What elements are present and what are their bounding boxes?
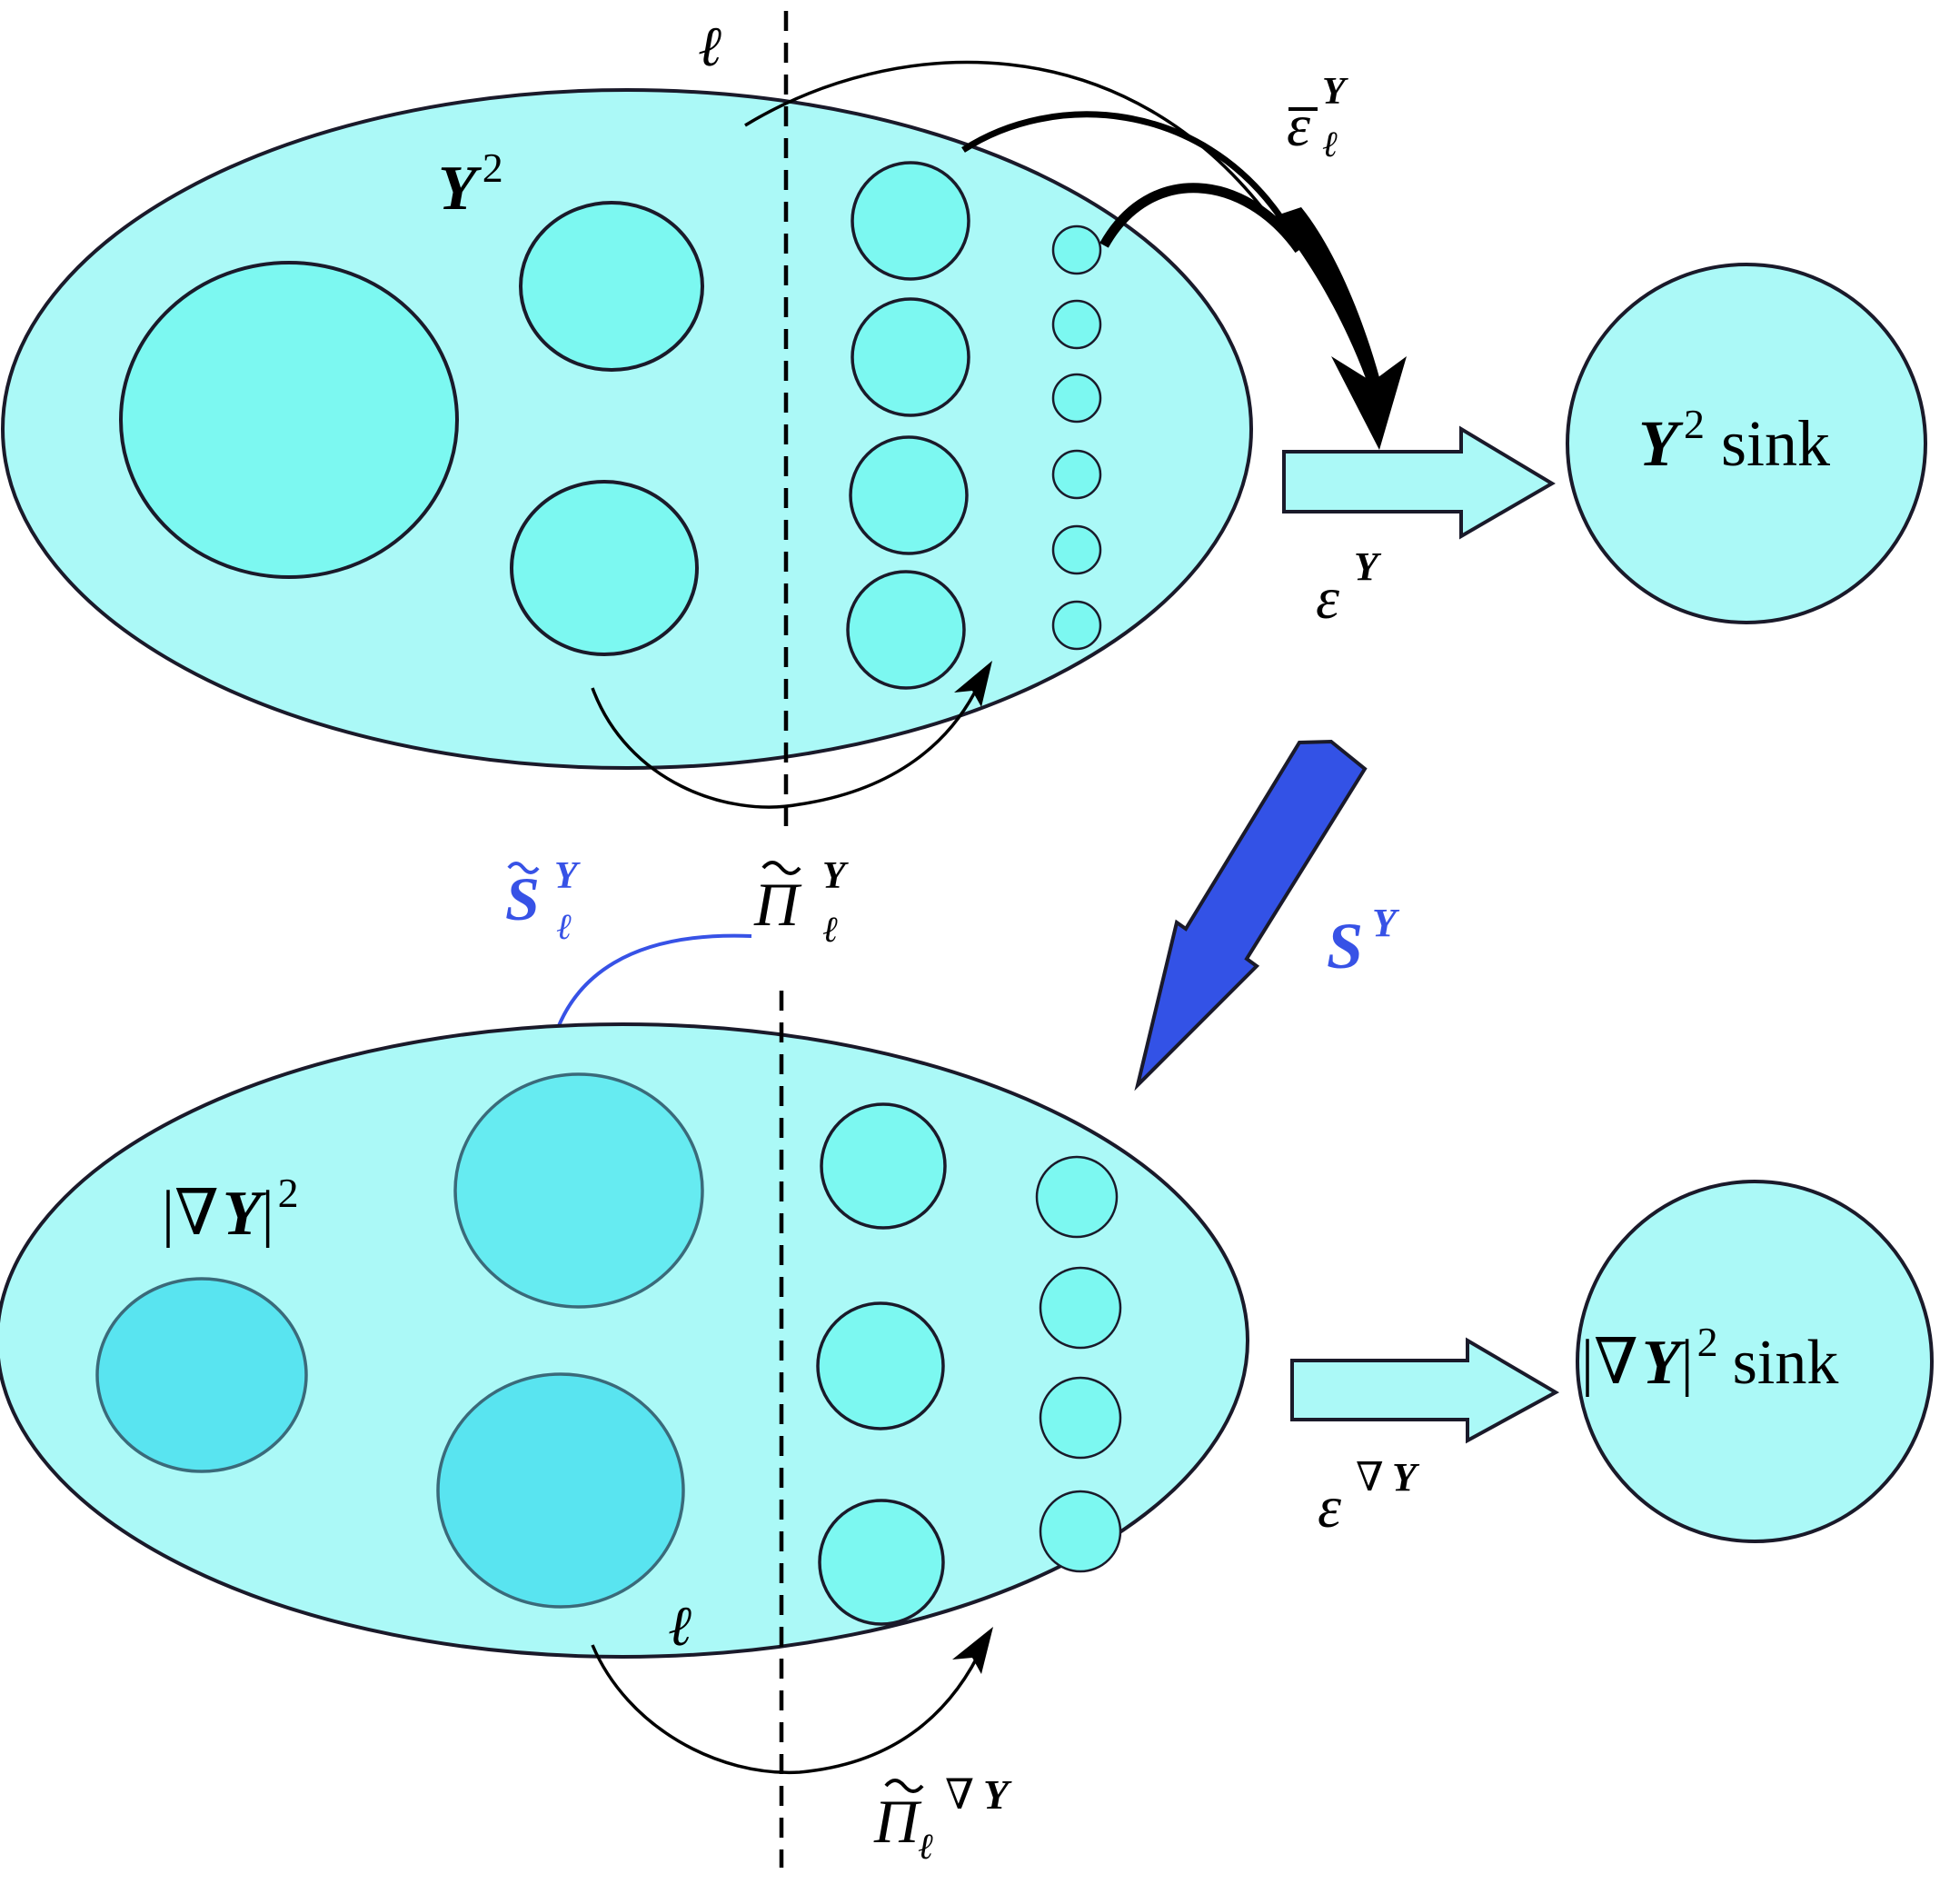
grad-flux-label: Π ℓ ∇ Y [873,1771,1012,1867]
grad-dissipation-nabla: ∇ [1356,1455,1384,1500]
grad-sink-open: |∇ [1581,1328,1638,1398]
dissipation-arrow-shaft [1274,207,1383,391]
eddy-medium-1 [851,161,970,281]
grad-dissipation-var: Y [1392,1455,1420,1500]
upper-panel [1,11,1927,832]
grad-eddy-medium-1 [820,1102,947,1230]
filtered-flux-label: Π Y ℓ [753,855,849,950]
grad-flux-var: Y [983,1771,1012,1818]
dissipation-arrowhead [1331,356,1407,450]
dissipation-sup: Y [1354,544,1382,589]
grad-eddy-small-3 [1039,1376,1122,1460]
grad-y2-label: |∇Y|2 [162,1170,299,1249]
source-transfer-arrow [1134,739,1368,1092]
grad-dissipation-symbol: ε [1318,1474,1341,1540]
filtered-flux-symbol: Π [753,870,802,939]
grad-y2-sink-label: |∇Y|2 sink [1581,1319,1838,1398]
grad-flux-symbol: Π [873,1787,922,1856]
interscale-transfer-arc-bottom [591,1642,986,1775]
grad-sink-close: | [1681,1328,1694,1398]
eddy-large-2 [519,201,704,372]
eddy-large-3 [510,480,699,656]
source-sup: Y [1372,901,1400,945]
filtered-source-label: S Y ℓ [505,855,581,947]
tilde-pi-grad [884,1779,924,1793]
grad-y2-close: | [262,1179,274,1249]
y2-sink-circle [1566,263,1927,624]
y2-label-var: Y [438,154,483,224]
filtered-flux-sub: ℓ [822,909,838,950]
filter-scale-label-bottom: ℓ [668,1596,691,1658]
flux-arc-medium [961,111,1284,220]
grad-eddy-large-2 [453,1072,704,1309]
interscale-arrowhead-bottom [952,1627,993,1674]
grad-dissipation-label: ε ∇ Y [1318,1455,1420,1540]
grad-y2-open: |∇ [162,1179,219,1249]
filtered-dissipation-label: ε Y ℓ [1287,71,1348,164]
grad-sink-word: sink [1733,1328,1839,1398]
flux-arc-thick [1099,183,1304,254]
grad-y2-var: Y [223,1179,267,1249]
grad-eddy-large-3 [436,1372,685,1609]
tilde-s [507,862,540,874]
grad-eddy-small-2 [1039,1266,1122,1350]
dissipation-label: ε Y [1316,544,1382,632]
filter-scale-label-top: ℓ [698,16,721,78]
eddy-small-1 [1051,224,1102,275]
eddy-small-2 [1051,299,1102,350]
eddy-small-4 [1051,449,1102,500]
interscale-transfer-arc-top [591,672,986,809]
grad-eddy-large-1 [95,1277,308,1473]
eddy-small-3 [1051,373,1102,424]
eddy-small-5 [1051,524,1102,575]
eddy-small-6 [1051,600,1102,651]
filtered-dissipation-sub: ℓ [1322,124,1338,164]
grad-y2-exp: 2 [278,1170,299,1216]
grad-y2-sink-circle [1576,1180,1934,1543]
grad-sink-var: Y [1642,1328,1686,1398]
grad-sink-exp: 2 [1697,1319,1718,1365]
grad-flux-nabla: ∇ [945,1771,974,1818]
y2-sink-var: Y [1638,407,1684,480]
grad-eddy-small-1 [1035,1155,1119,1239]
source-label: S Y [1327,901,1400,982]
y2-sink-exp: 2 [1684,401,1705,447]
tilde-pi [761,861,801,875]
interscale-arrowhead-top [954,661,992,707]
eddy-medium-2 [851,297,970,417]
filtered-flux-sup: Y [822,855,849,897]
grad-eddy-small-4 [1039,1490,1122,1573]
grad-y2-dissipation-arrow [1290,1337,1560,1444]
y2-label-exp: 2 [483,145,503,191]
grad-flux-sub: ℓ [918,1826,933,1867]
y2-dissipation-arrow [1282,425,1556,540]
filtered-dissipation-sup: Y [1322,71,1348,113]
filtered-source-symbol: S [505,864,540,933]
eddy-large-1 [119,261,459,579]
lower-panel [0,991,1934,1868]
filtered-dissipation-symbol: ε [1287,93,1310,159]
eddy-medium-3 [849,435,969,555]
grad-eddy-medium-3 [818,1499,945,1626]
source-symbol: S [1327,910,1363,982]
dissipation-symbol: ε [1316,565,1339,632]
filtered-source-sub: ℓ [556,906,572,947]
filtered-source-sup: Y [554,855,581,897]
grad-eddy-medium-2 [816,1301,945,1430]
y2-sink-word: sink [1721,407,1830,480]
eddy-medium-4 [846,570,966,690]
